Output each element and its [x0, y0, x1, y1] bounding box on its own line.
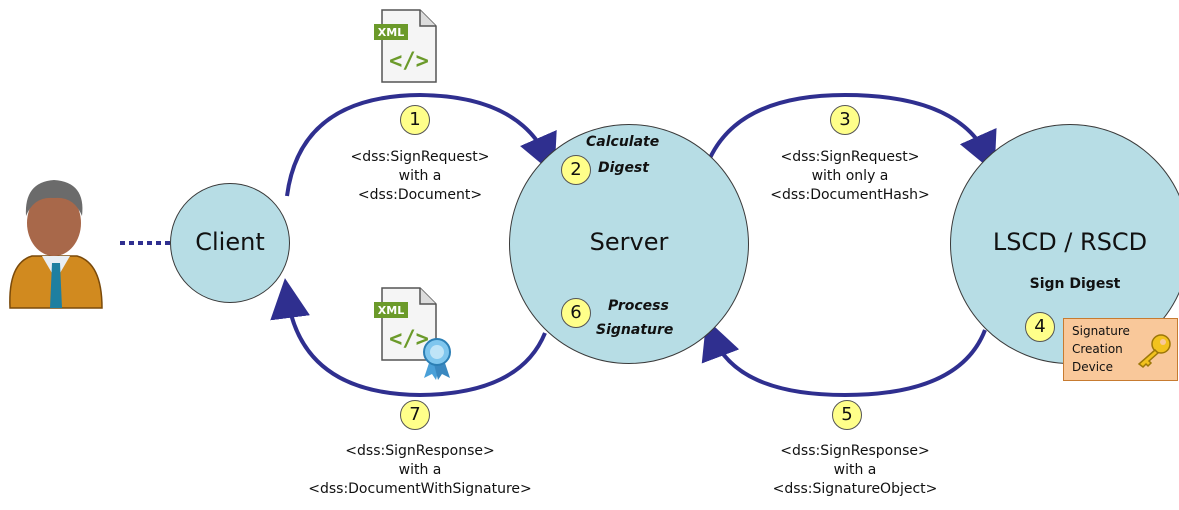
step-4-badge: 4 [1025, 312, 1055, 342]
calculate-label: Calculate [586, 134, 660, 150]
server-node [509, 124, 749, 364]
client-label: Client [195, 228, 265, 256]
xml-tag-text: XML [378, 26, 404, 39]
xml-code-text: </> [389, 49, 429, 74]
step-7-badge: 7 [400, 400, 430, 430]
message-7: <dss:SignResponse> with a <dss:DocumentW… [308, 443, 532, 497]
arrow-lscd-to-server [701, 319, 987, 398]
lscd-label: LSCD / RSCD [992, 228, 1148, 256]
signature-label: Signature [596, 322, 674, 338]
xml-tag-text-2: XML [378, 304, 404, 317]
xml-code-text-2: </> [389, 327, 429, 352]
arrow-client-to-server [285, 92, 557, 197]
step-5-badge: 5 [832, 400, 862, 430]
key-icon [1137, 334, 1171, 368]
arrow-server-to-client [270, 278, 547, 398]
arrow-server-to-lscd [708, 92, 997, 173]
message-3: <dss:SignRequest> with only a <dss:Docum… [770, 149, 930, 203]
step-1-badge: 1 [400, 105, 430, 135]
client-node [170, 183, 290, 303]
signature-creation-device: Signature Creation Device [1063, 318, 1178, 381]
lscd-sub-label: Sign Digest [1029, 276, 1121, 292]
server-label: Server [589, 228, 669, 256]
step-2-badge: 2 [561, 155, 591, 185]
xml-document-icon: XML </> [374, 9, 437, 83]
digest-label: Digest [598, 160, 649, 176]
step-6-badge: 6 [561, 298, 591, 328]
message-1: <dss:SignRequest> with a <dss:Document> [350, 149, 490, 203]
message-5: <dss:SignResponse> with a <dss:Signature… [772, 443, 938, 497]
step-3-badge: 3 [830, 105, 860, 135]
signed-xml-document-icon: XML </> [374, 287, 451, 380]
user-icon [9, 180, 103, 309]
process-label: Process [608, 298, 669, 314]
